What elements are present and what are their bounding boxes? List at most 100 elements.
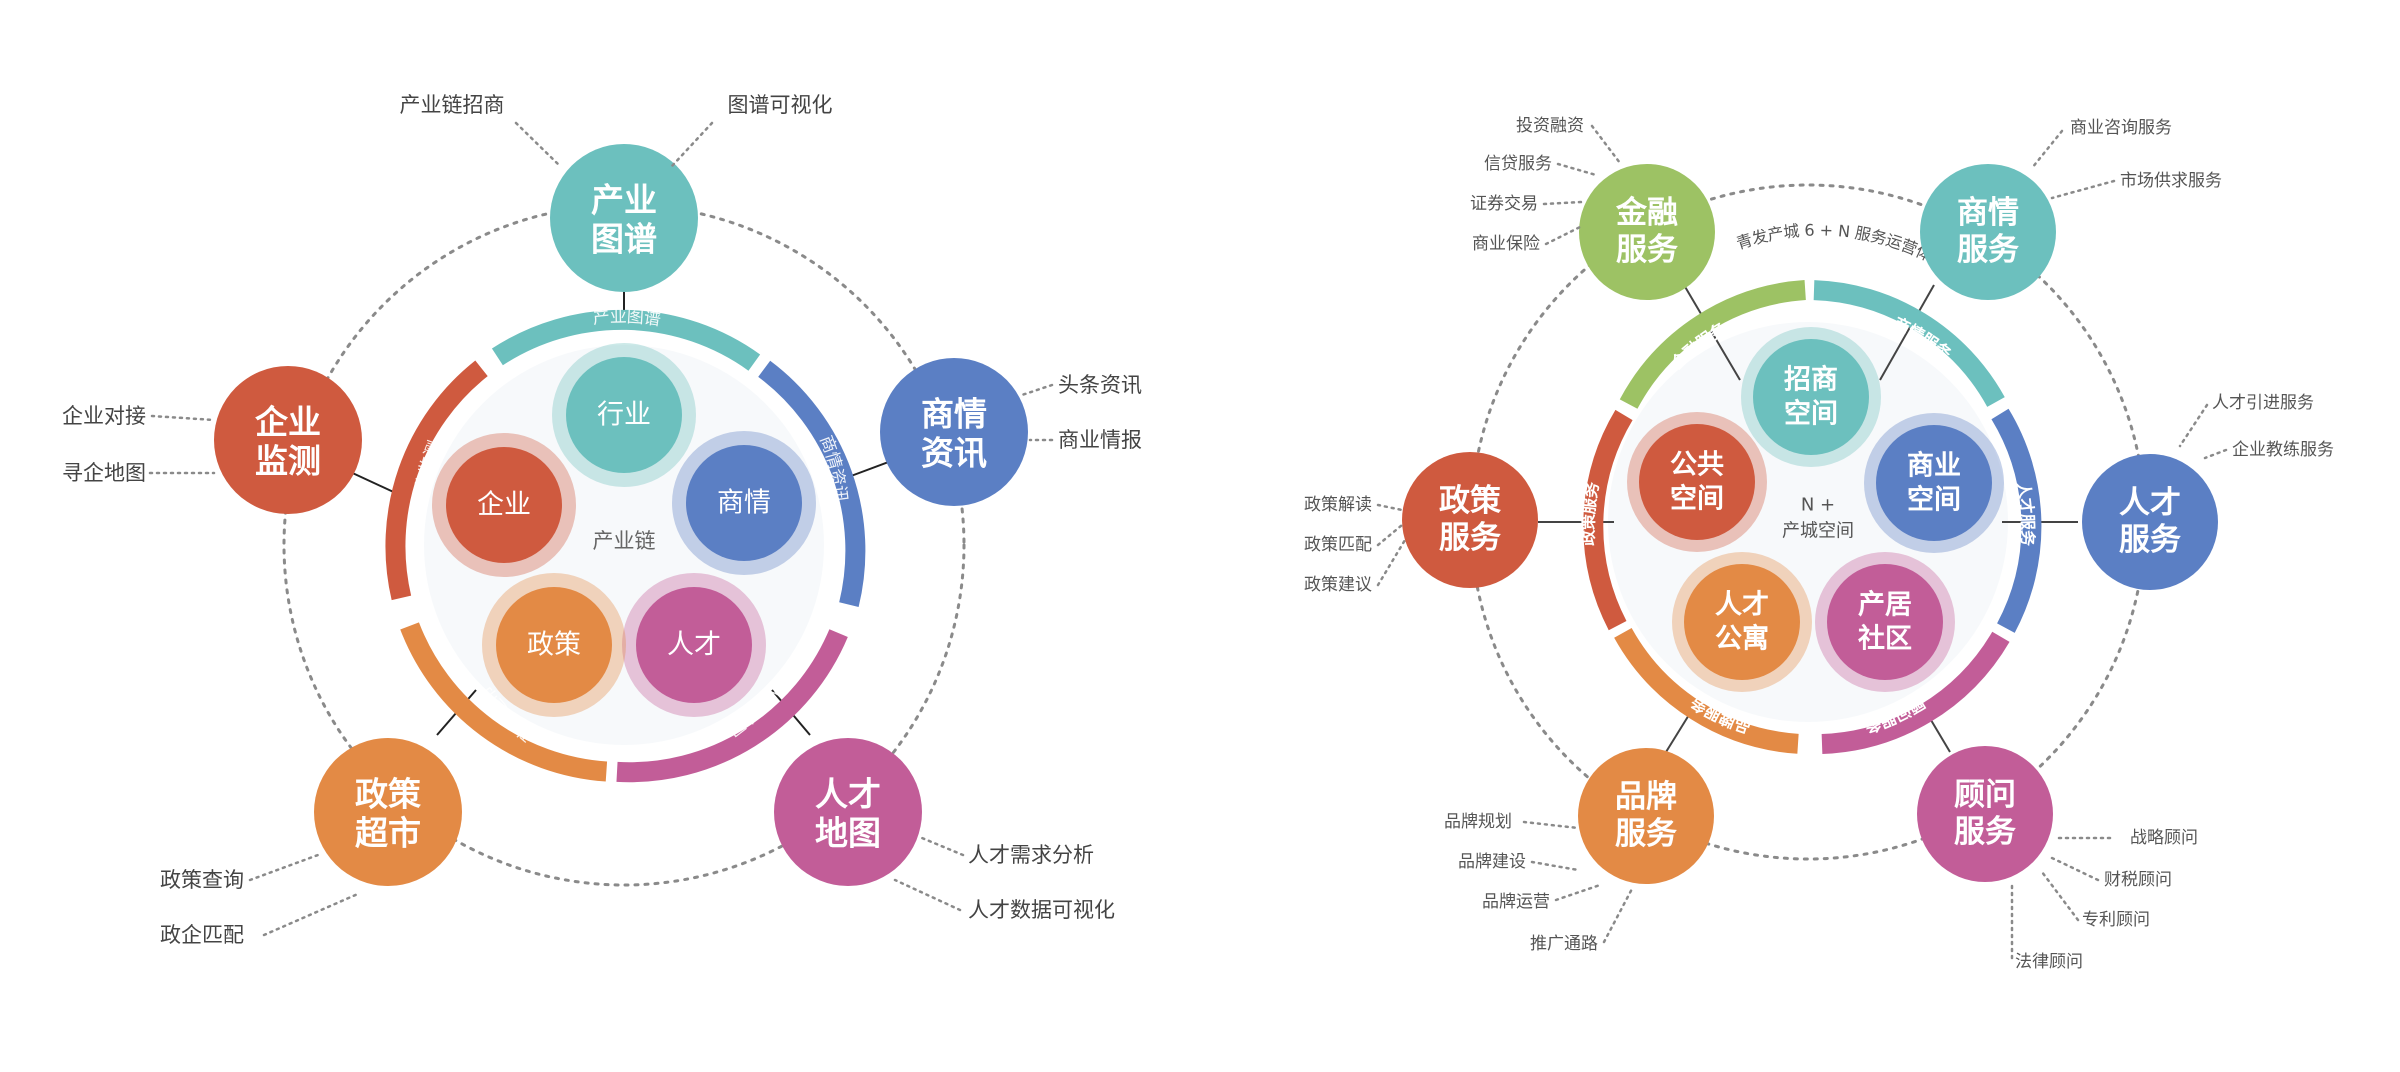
- ring-segment-talent: [1991, 408, 2042, 633]
- leaf-investment: 投资融资: [1516, 116, 1584, 136]
- leaf-credit: 信贷服务: [1484, 154, 1552, 174]
- node-label: 产业: [591, 181, 657, 220]
- inner-circle-label: 商业: [1907, 451, 1961, 482]
- leaf-promotion: 推广通路: [1530, 934, 1598, 954]
- right-center-label-2: 产城空间: [1782, 521, 1854, 542]
- leaf-patent: 专利顾问: [2082, 910, 2150, 930]
- node-commerce: 商情 服务: [1920, 164, 2056, 300]
- inner-circle-talent-label: 人才: [667, 630, 721, 661]
- node-label: 资讯: [921, 434, 987, 473]
- leaf-tax: 财税顾问: [2104, 870, 2172, 890]
- inner-circle-talent: 人才: [622, 573, 766, 717]
- inner-circle-label: 人才: [1715, 590, 1769, 621]
- inner-circle-industry-label: 行业: [597, 400, 651, 431]
- node-policy-market: 政策 超市: [314, 738, 462, 886]
- left-center-label: 产业链: [593, 529, 656, 553]
- inner-circle-label: 社区: [1858, 623, 1912, 655]
- ring-segment-info: [758, 360, 866, 607]
- leaf-legal: 法律顾问: [2015, 952, 2083, 972]
- node-label: 图谱: [591, 220, 657, 259]
- leaf-brand-plan: 品牌规划: [1444, 812, 1512, 832]
- node-label: 商情: [1957, 195, 2019, 231]
- right-center-label-1: N +: [1801, 495, 1835, 516]
- node-enterprise-monitor: 企业 监测: [214, 366, 362, 514]
- leaf-talent-intro: 人才引进服务: [2212, 393, 2314, 413]
- leaf-policy-match: 政策匹配: [1304, 535, 1372, 555]
- inner-circle-community: 产居 社区: [1815, 552, 1955, 692]
- node-label: 服务: [1954, 814, 2016, 850]
- ring-segment-finance: [1619, 280, 1806, 409]
- leaf-business-intelligence: 商业情报: [1058, 428, 1142, 452]
- leaf-talent-demand: 人才需求分析: [968, 843, 1094, 867]
- node-label: 品牌: [1615, 779, 1677, 815]
- ring-segment-policy: [1583, 409, 1633, 631]
- node-label: 商情: [921, 395, 987, 434]
- ring-label-talent: 人才服务: [2013, 481, 2037, 548]
- node-label: 政策: [355, 775, 421, 814]
- system-title: 青发产城 6 + N 服务运营体系: [1734, 220, 1950, 273]
- node-label: 人才: [815, 775, 881, 814]
- leaf-policy-read: 政策解读: [1304, 495, 1372, 515]
- node-label: 服务: [1957, 232, 2019, 268]
- inner-circle-business-space: 商业 空间: [1864, 413, 2004, 553]
- node-label: 地图: [815, 814, 881, 853]
- ring-segment-brand: [1614, 627, 1799, 754]
- node-label: 监测: [255, 442, 321, 481]
- inner-circle-label: 招商: [1784, 365, 1838, 396]
- leaf-enterprise-docking: 企业对接: [62, 404, 146, 428]
- inner-circle-label: 空间: [1784, 398, 1838, 430]
- node-industry-map: 产业 图谱: [550, 144, 698, 292]
- inner-circle-label: 空间: [1907, 484, 1961, 516]
- leaf-market-supply: 市场供求服务: [2120, 171, 2222, 191]
- node-label: 政策: [1439, 483, 1501, 519]
- connector-line: [1683, 284, 1741, 381]
- inner-circle-label: 公寓: [1715, 623, 1769, 655]
- inner-circle-enterprise: 企业: [432, 433, 576, 577]
- inner-circle-policy-label: 政策: [527, 630, 581, 661]
- ring-segment-consult: [1821, 631, 2010, 754]
- inner-circle-public-space: 公共 空间: [1627, 412, 1767, 552]
- leaf-brand-build: 品牌建设: [1458, 852, 1526, 872]
- right-diagram: 金融服务 商情服务 人才服务 顾问服务 品牌服务 政策服务 青发产城 6 + N…: [1304, 116, 2334, 972]
- node-finance: 金融 服务: [1579, 164, 1715, 300]
- node-policy: 政策 服务: [1402, 452, 1538, 588]
- node-label: 服务: [2119, 522, 2181, 558]
- leaf-find-enterprise: 寻企地图: [62, 461, 146, 485]
- connector-line: [1879, 284, 1935, 381]
- node-consult: 顾问 服务: [1917, 746, 2053, 882]
- ring-segment-map: [491, 309, 761, 371]
- ring-segment-talent: [616, 629, 848, 783]
- left-leader-lines: [148, 121, 1054, 937]
- node-talent-map: 人才 地图: [774, 738, 922, 886]
- node-label: 企业: [255, 403, 321, 442]
- leaf-securities: 证券交易: [1470, 194, 1538, 214]
- leaf-strategy: 战略顾问: [2130, 828, 2198, 848]
- node-label: 人才: [2119, 485, 2181, 521]
- connector-line: [345, 469, 401, 496]
- inner-circle-label: 公共: [1670, 450, 1724, 481]
- right-leader-lines: [1376, 124, 2228, 960]
- leaf-talent-data: 人才数据可视化: [968, 898, 1115, 922]
- leaf-business-consult: 商业咨询服务: [2070, 118, 2172, 138]
- inner-circle-apartment: 人才 公寓: [1672, 552, 1812, 692]
- inner-circle-label: 空间: [1670, 483, 1724, 515]
- leaf-enterprise-training: 企业教练服务: [2232, 440, 2334, 460]
- leaf-policy-query: 政策查询: [160, 868, 244, 892]
- node-talent: 人才 服务: [2082, 454, 2218, 590]
- node-label: 金融: [1615, 195, 1678, 231]
- leaf-brand-ops: 品牌运营: [1482, 892, 1550, 912]
- left-diagram: 产业图谱 商情资讯 人才地图 政策超市 企业监测 行业 商情 人才 政策: [62, 93, 1142, 947]
- inner-circle-invest-space: 招商 空间: [1741, 327, 1881, 467]
- leaf-chain-invest: 产业链招商: [400, 93, 505, 117]
- inner-circle-label: 产居: [1858, 590, 1912, 621]
- node-label: 服务: [1616, 232, 1678, 268]
- ring-segment-policy: [400, 622, 608, 782]
- ring-segment-monitor: [385, 360, 488, 601]
- node-business-info: 商情 资讯: [880, 358, 1028, 506]
- ring-segment-commerce: [1813, 280, 2005, 407]
- inner-circle-enterprise-label: 企业: [477, 490, 531, 521]
- node-label: 顾问: [1954, 777, 2016, 813]
- leaf-gov-match: 政企匹配: [160, 923, 244, 947]
